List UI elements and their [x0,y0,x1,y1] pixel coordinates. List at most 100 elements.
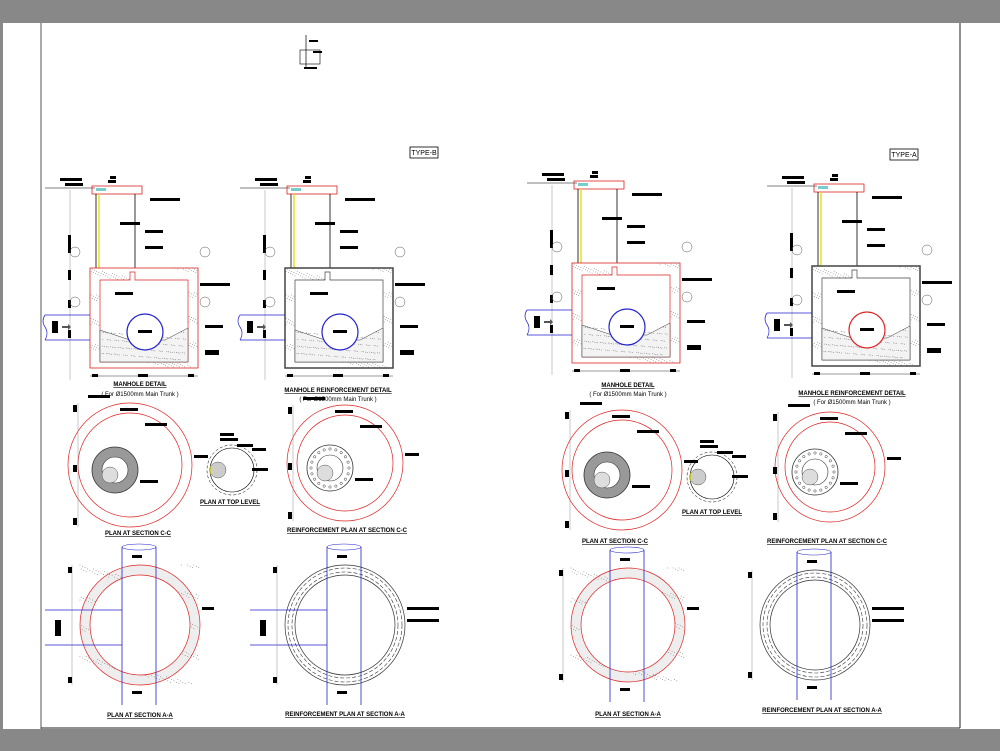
concrete-hatch [891,335,892,337]
concrete-hatch [108,274,110,276]
concrete-hatch [577,339,578,340]
concrete-hatch [588,327,590,329]
concrete-hatch [659,353,661,355]
concrete-hatch [94,322,95,324]
concrete-hatch [116,578,118,579]
redacted-label [787,181,805,184]
concrete-hatch [352,364,354,366]
concrete-hatch [665,677,667,679]
concrete-hatch [584,602,586,603]
redacted-label [65,183,83,186]
section-marker-a [69,296,81,308]
concrete-hatch [900,336,902,338]
concrete-hatch [837,275,839,277]
concrete-hatch [917,317,919,319]
flow-arrow-icon [784,322,793,328]
concrete-hatch [644,672,646,674]
concrete-hatch [389,321,391,323]
concrete-hatch [574,572,575,574]
concrete-hatch [677,314,679,316]
concrete-hatch [849,345,851,347]
concrete-hatch [669,360,671,362]
section-marker-a [394,296,406,308]
concrete-hatch [300,352,302,354]
concrete-hatch [574,626,575,628]
section-marker-a [681,291,693,303]
redacted-label [287,374,293,377]
concrete-hatch [345,357,346,358]
flow-arrow-icon [62,324,71,330]
type-b-plan-aa-title: PLAN AT SECTION A-A [107,713,173,719]
concrete-hatch [664,360,665,362]
concrete-hatch [670,593,672,595]
concrete-hatch [94,601,96,602]
concrete-hatch [379,338,381,340]
concrete-hatch [595,342,597,343]
concrete-hatch [578,342,580,344]
concrete-hatch [847,339,849,340]
svg-text:TYPE-A: TYPE-A [891,152,917,159]
concrete-hatch [111,575,113,577]
concrete-hatch [378,338,379,340]
concrete-hatch [103,353,105,355]
rebar [343,455,347,459]
concrete-hatch [189,565,191,567]
concrete-hatch [580,599,581,601]
concrete-hatch [814,317,816,319]
concrete-hatch [600,349,602,351]
redacted-label [52,321,58,333]
concrete-hatch [918,291,920,293]
concrete-hatch [811,342,813,343]
concrete-hatch [285,323,287,325]
concrete-hatch [375,345,377,347]
inner-wall [89,574,191,676]
concrete-hatch [833,351,834,353]
concrete-hatch [388,341,389,343]
redacted-label [68,677,72,683]
concrete-hatch [160,363,162,364]
concrete-hatch [581,270,583,272]
concrete-hatch [603,342,605,344]
concrete-hatch [163,358,165,359]
concrete-hatch [677,597,679,598]
concrete-hatch [125,341,127,342]
concrete-hatch [610,273,612,275]
concrete-hatch [389,345,391,346]
concrete-hatch [602,272,604,274]
concrete-hatch [285,347,287,349]
access-opening [689,468,707,486]
concrete-hatch [308,347,310,348]
concrete-hatch [827,330,828,332]
concrete-hatch [188,292,190,294]
concrete-hatch [825,351,827,353]
concrete-hatch [118,276,120,278]
concrete-hatch [674,315,675,317]
concrete-hatch [103,574,104,575]
concrete-hatch [85,656,87,658]
redacted-label [68,300,71,308]
concrete-hatch [597,579,599,580]
concrete-hatch [900,364,902,366]
rebar [813,489,817,493]
concrete-hatch [287,272,289,273]
redacted-label [790,328,793,336]
rebar [802,455,806,459]
concrete-hatch [882,361,884,362]
redacted-label [400,325,418,328]
concrete-hatch [653,358,655,359]
concrete-hatch [89,296,91,298]
concrete-hatch [108,576,109,578]
concrete-hatch [660,340,662,341]
concrete-hatch [593,348,594,350]
concrete-hatch [195,342,197,344]
concrete-hatch [94,572,96,574]
concrete-hatch [818,298,820,299]
concrete-hatch [156,677,158,679]
type-b-reinforcement-plan-cc [286,397,419,522]
concrete-hatch [115,277,117,279]
concrete-hatch [632,352,633,353]
concrete-hatch [163,343,164,345]
concrete-hatch [851,346,853,348]
type-b-manhole-detail-sub: ( For Ø1500mm Main Trunk ) [101,392,178,398]
concrete-hatch [166,363,168,364]
